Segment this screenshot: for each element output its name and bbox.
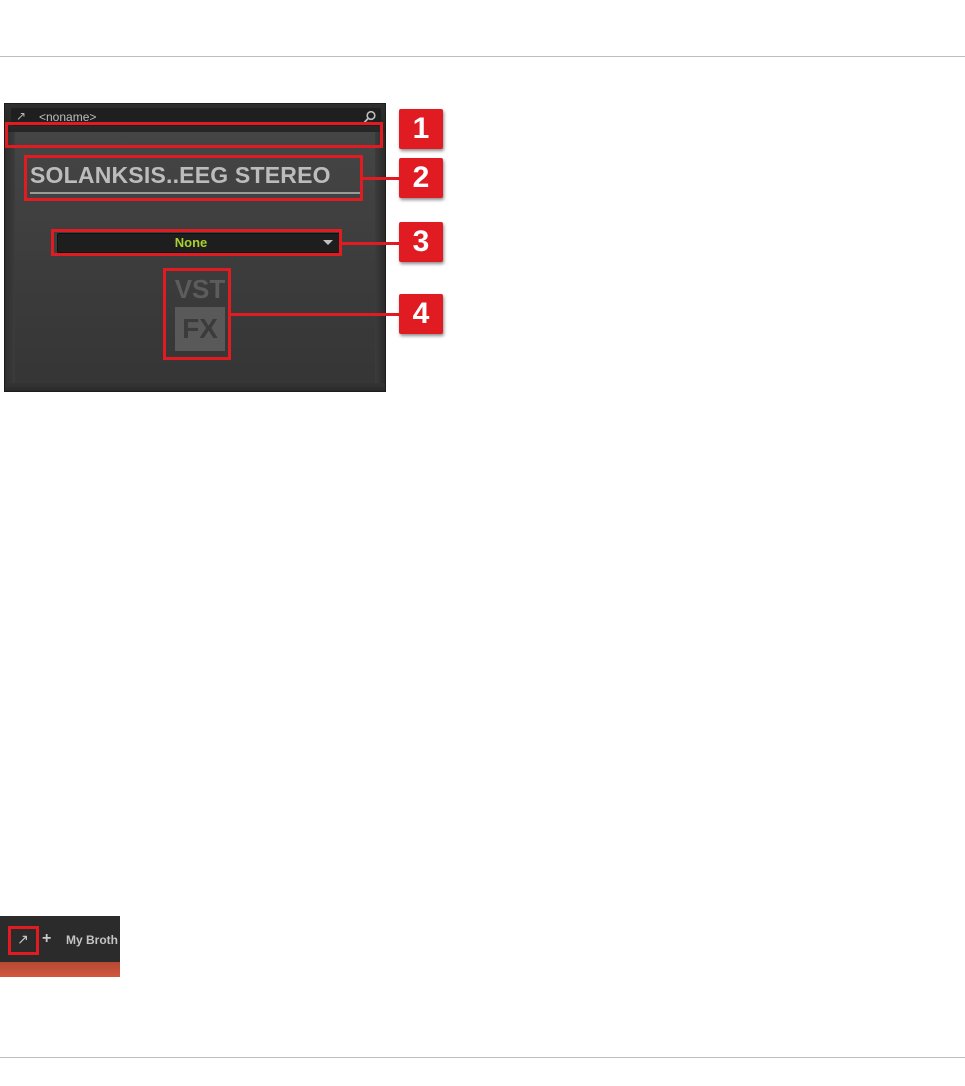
highlight-title bbox=[24, 155, 363, 201]
dropdown-caret-icon bbox=[323, 240, 333, 245]
leader-line-4 bbox=[231, 313, 399, 316]
top-divider bbox=[0, 56, 965, 57]
search-icon[interactable] bbox=[363, 110, 377, 124]
thumbnail-tab-label[interactable]: My Broth bbox=[66, 933, 118, 947]
header-thumbnail: ↗ + My Broth bbox=[0, 916, 120, 977]
thumbnail-orange-area bbox=[0, 962, 120, 977]
vst-fx-logo: VST FX bbox=[170, 274, 230, 354]
callout-badge-2: 2 bbox=[399, 158, 443, 198]
plugin-name-field[interactable]: <noname> bbox=[39, 110, 97, 124]
vst-label: VST bbox=[174, 274, 226, 304]
plugin-name-bar[interactable]: ↗ <noname> bbox=[11, 108, 381, 126]
callout-badge-4: 4 bbox=[399, 294, 443, 334]
preset-value: None bbox=[174, 235, 208, 250]
left-rail bbox=[5, 132, 15, 391]
fx-label: FX bbox=[175, 307, 225, 351]
highlight-arrow bbox=[8, 926, 39, 955]
callout-badge-3: 3 bbox=[399, 222, 443, 262]
preset-dropdown[interactable]: None bbox=[57, 233, 341, 253]
plugin-title: SOLANKSIS..EEG STEREO bbox=[30, 162, 331, 188]
highlight-preset bbox=[51, 229, 342, 256]
right-rail bbox=[375, 132, 385, 391]
highlight-logo bbox=[163, 268, 231, 360]
highlight-name-bar bbox=[5, 122, 383, 148]
callout-badge-1: 1 bbox=[399, 109, 443, 149]
plugin-panel: ↗ <noname> SOLANKSIS..EEG STEREO None VS… bbox=[4, 103, 386, 392]
plus-icon[interactable]: + bbox=[42, 930, 52, 947]
leader-line-3 bbox=[342, 242, 399, 245]
leader-line-2 bbox=[363, 177, 399, 180]
bottom-divider bbox=[0, 1057, 965, 1058]
bottom-strip bbox=[5, 383, 385, 391]
arrow-icon[interactable]: ↗ bbox=[17, 931, 29, 947]
plugin-title-underline bbox=[30, 192, 362, 194]
expand-arrow-icon[interactable]: ↗ bbox=[15, 109, 27, 123]
